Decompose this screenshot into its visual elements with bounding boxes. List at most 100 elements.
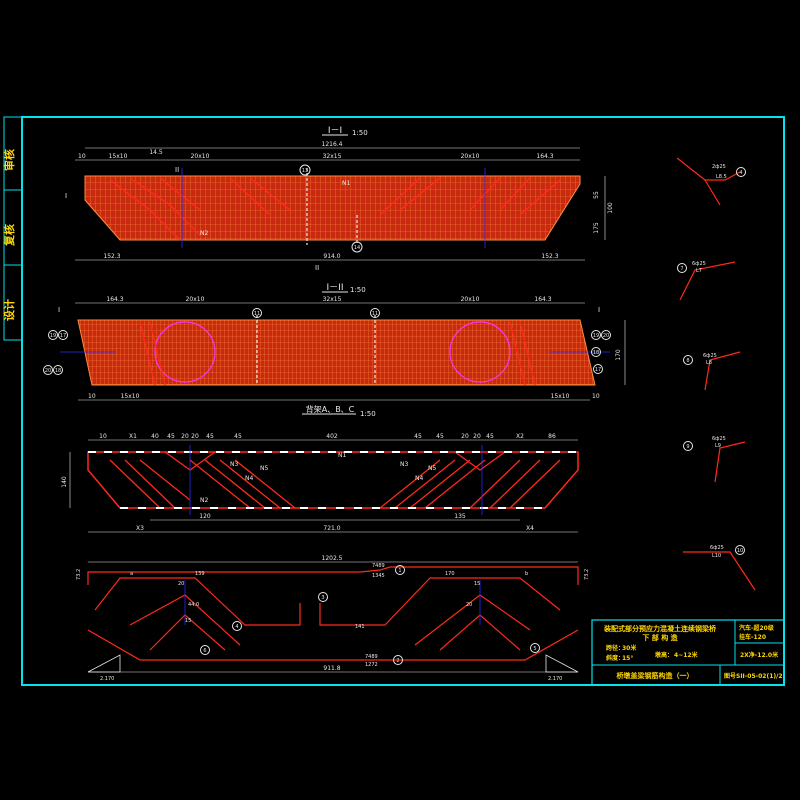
s3-top-dim: 45 [436, 433, 444, 440]
s4-label-2: 2 [396, 658, 399, 664]
detail-4-len: L8.5 [716, 174, 727, 180]
s2-right-bubble-0: 19 [593, 333, 599, 339]
s3-total-2: X4 [526, 525, 534, 532]
side-label-review: 审核 [2, 149, 16, 171]
s4-anno-14: 44.0 [188, 602, 199, 608]
s1-bdim-0: 152.3 [103, 253, 120, 260]
s3-rebar-6: N4 [415, 475, 423, 482]
section-1-total: 1216.4 [322, 141, 343, 148]
title-scheme: 2X净-12.0米 [740, 651, 778, 659]
title-angle: 15° [622, 655, 633, 662]
s1-rebar-n1: N1 [342, 180, 350, 187]
s3-top-dim: 45 [167, 433, 175, 440]
title-drawing-no: 图号SII-05-02(1)/2 [724, 672, 783, 680]
title-angle-label: 斜度： [605, 654, 624, 662]
s3-top-dim: 10 [99, 433, 107, 440]
s4-top-dim: 1202.5 [322, 555, 343, 562]
side-label-design: 设计 [2, 299, 16, 321]
s1-bubble-13: 13 [302, 168, 308, 174]
s4-label-3: 3 [321, 595, 324, 601]
title-width: 4~12米 [674, 651, 698, 659]
title-span-label: 跨径： [606, 644, 624, 652]
s4-label-4: 4 [235, 624, 238, 630]
s3-top-dim: 45 [206, 433, 214, 440]
s2-right-bubble-2: 18 [593, 350, 599, 356]
s4-anno-16: 20 [178, 581, 184, 587]
s4-label-5: 5 [533, 646, 536, 652]
detail-9-text: 6ф25 [712, 436, 726, 442]
title-block: 装配式部分预应力混凝土连续钢梁桥 下 部 构 造 跨径： 30米 斜度： 15°… [591, 619, 785, 686]
s4-anno-12: 2.170 [548, 676, 562, 682]
s2-left-bubble-3: 18 [55, 368, 61, 374]
s3-top-dim: 40 [151, 433, 159, 440]
s4-anno-17: 15 [474, 581, 480, 587]
section-2-title: I－II [327, 283, 344, 293]
side-labels: 审核 复核 设计 [2, 149, 16, 321]
s3-top-dim: 45 [234, 433, 242, 440]
section-1-scale: 1:50 [352, 129, 368, 137]
s2-dim-2: 32x15 [323, 296, 342, 303]
s1-cut-left: I [65, 192, 67, 200]
title-load: 汽车-超20级 [739, 624, 774, 632]
s4-bottom-dim: 911.8 [323, 665, 340, 672]
title-drawing-title: 桥墩盖梁钢筋构造（一） [617, 671, 694, 680]
s4-anno-15: 20 [466, 602, 472, 608]
drawing-frame [3, 116, 785, 686]
section-1-title: I－I [328, 126, 342, 136]
s4-anno-4: 139 [195, 571, 205, 577]
s4-anno-11: 2.170 [100, 676, 114, 682]
s4-anno-1: 1345 [372, 573, 385, 579]
section-1: I－I 1:50 1216.4 10 15x10 14.5 20x10 32x1… [65, 126, 614, 272]
title-project: 装配式部分预应力混凝土连续钢梁桥 [603, 624, 717, 633]
s3-rebar-0: N1 [338, 452, 346, 459]
s3-top-dim: 402 [326, 433, 338, 440]
s4-anno-18: 15 [185, 618, 191, 624]
s2-dim-1: 20x10 [186, 296, 205, 303]
s2-height-dim: 170 [615, 349, 622, 361]
s2-bdim-3: 10 [592, 393, 600, 400]
s2-right-bubble-1: 20 [603, 333, 609, 339]
s3-rebar-7: N5 [428, 465, 436, 472]
section-2-scale: 1:50 [350, 286, 366, 294]
s3-top-dim: 86 [548, 433, 556, 440]
s2-bdim-0: 10 [88, 393, 96, 400]
detail-8-id: 8 [686, 358, 689, 364]
section-3-scale: 1:50 [360, 410, 376, 418]
s3-top-dim: X1 [129, 433, 137, 440]
s2-cut-left: I [58, 306, 60, 314]
side-label-check: 复核 [2, 224, 16, 247]
s1-hdim-2: 175 [593, 222, 600, 234]
s3-rebar-2: N3 [230, 461, 238, 468]
s3-total-0: X3 [136, 525, 144, 532]
s3-top-dim: 45 [486, 433, 494, 440]
s3-total-1: 721.0 [323, 525, 340, 532]
s3-top-dim: 20 [461, 433, 469, 440]
s1-bdim-2: 152.3 [541, 253, 558, 260]
s1-bubble-14: 14 [354, 245, 360, 251]
s3-top-dim: 20 [191, 433, 199, 440]
s1-rebar-n2: N2 [200, 230, 208, 237]
detail-8-text: 6ф25 [703, 353, 717, 359]
detail-9-id: 9 [686, 444, 689, 450]
detail-10-text: 6ф25 [710, 545, 724, 551]
s2-left-bubble-1: 17 [60, 333, 66, 339]
s1-dim-3: 20x10 [191, 153, 210, 160]
detail-7-id: 7 [680, 266, 683, 272]
s2-left-bubble-0: 19 [50, 333, 56, 339]
s4-anno-5: 141 [355, 624, 365, 630]
s1-dim-5: 20x10 [461, 153, 480, 160]
s3-rebar-5: N3 [400, 461, 408, 468]
s2-dim-4: 164.3 [534, 296, 551, 303]
section-4: 1202.5 7489 1345 1 a 139 b 170 141 44.0 … [76, 555, 590, 682]
detail-10-id: 10 [737, 548, 743, 554]
detail-4-text: 2ф25 [712, 164, 726, 170]
s1-hdim-1: 100 [607, 202, 614, 214]
s2-right-bubble-3: 17 [595, 367, 601, 373]
s3-top-dim: X2 [516, 433, 524, 440]
s2-top-bubble-1: 11 [372, 311, 378, 317]
s2-cut-right: I [598, 306, 600, 314]
s4-label-6: 6 [203, 648, 206, 654]
title-load2: 挂车-120 [739, 633, 766, 641]
